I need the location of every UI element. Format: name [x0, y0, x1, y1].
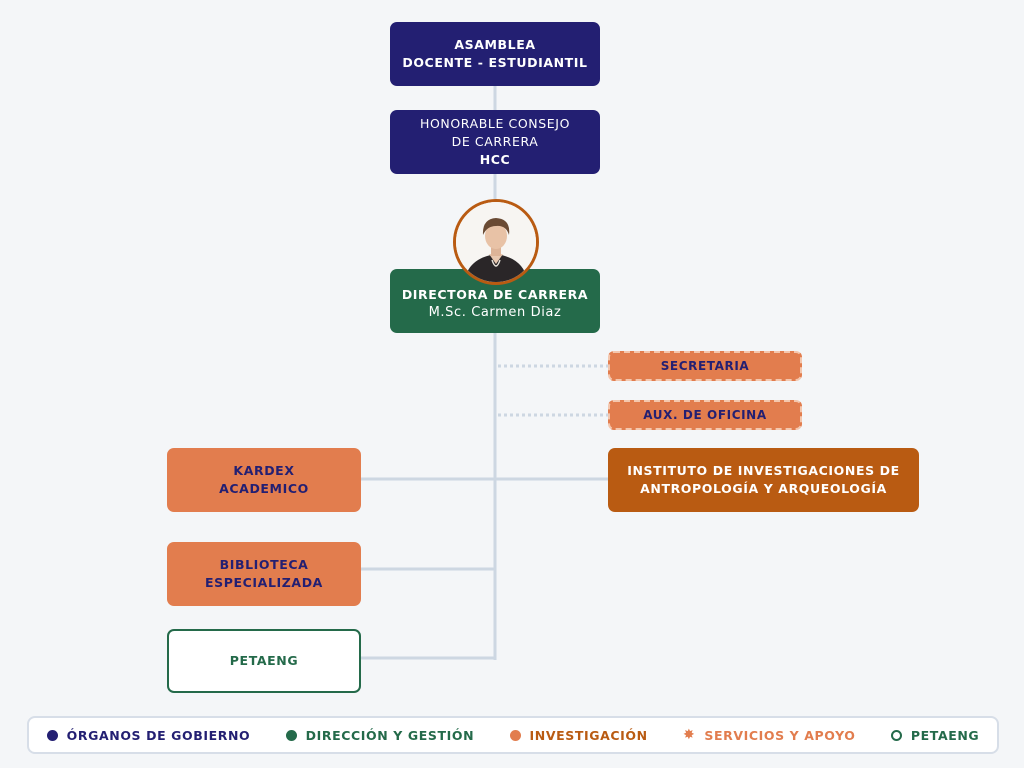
legend-dot-icon — [510, 730, 521, 741]
instituto-node: INSTITUTO DE INVESTIGACIONES DE ANTROPOL… — [608, 448, 919, 512]
legend-label: INVESTIGACIÓN — [530, 728, 648, 743]
legend-dot-icon — [47, 730, 58, 741]
legend-ring-icon — [891, 730, 902, 741]
legend-item-direccion: DIRECCIÓN Y GESTIÓN — [286, 728, 475, 743]
secretaria-label: SECRETARIA — [661, 357, 750, 375]
instituto-line2: ANTROPOLOGÍA Y ARQUEOLOGÍA — [640, 480, 887, 498]
consejo-line3: HCC — [480, 151, 511, 169]
director-photo — [453, 199, 539, 285]
consejo-line2: DE CARRERA — [452, 133, 539, 151]
director-title: DIRECTORA DE CARRERA — [402, 286, 588, 304]
portrait-image — [456, 202, 536, 282]
asamblea-node: ASAMBLEA DOCENTE - ESTUDIANTIL — [390, 22, 600, 86]
asamblea-line2: DOCENTE - ESTUDIANTIL — [402, 54, 587, 72]
legend-label: ÓRGANOS DE GOBIERNO — [67, 728, 251, 743]
director-name: M.Sc. Carmen Diaz — [429, 304, 562, 322]
kardex-line1: KARDEX — [233, 462, 294, 480]
legend-star-icon: ✸ — [683, 730, 695, 741]
legend-item-investigacion: INVESTIGACIÓN — [510, 728, 648, 743]
petaeng-node: PETAENG — [167, 629, 361, 693]
kardex-node: KARDEX ACADEMICO — [167, 448, 361, 512]
legend-item-servicios: ✸ SERVICIOS Y APOYO — [683, 728, 856, 743]
biblioteca-node: BIBLIOTECA ESPECIALIZADA — [167, 542, 361, 606]
biblioteca-line1: BIBLIOTECA — [220, 556, 309, 574]
instituto-line1: INSTITUTO DE INVESTIGACIONES DE — [627, 462, 900, 480]
consejo-line1: HONORABLE CONSEJO — [420, 115, 570, 133]
kardex-line2: ACADEMICO — [219, 480, 309, 498]
legend-item-petaeng: PETAENG — [891, 728, 979, 743]
biblioteca-line2: ESPECIALIZADA — [205, 574, 323, 592]
aux-oficina-label: AUX. DE OFICINA — [643, 406, 766, 424]
petaeng-label: PETAENG — [230, 652, 298, 670]
legend-label: PETAENG — [911, 728, 979, 743]
legend: ÓRGANOS DE GOBIERNO DIRECCIÓN Y GESTIÓN … — [27, 716, 999, 754]
legend-label: SERVICIOS Y APOYO — [704, 728, 855, 743]
legend-item-gobierno: ÓRGANOS DE GOBIERNO — [47, 728, 251, 743]
consejo-node: HONORABLE CONSEJO DE CARRERA HCC — [390, 110, 600, 174]
asamblea-line1: ASAMBLEA — [454, 36, 535, 54]
secretaria-node: SECRETARIA — [608, 351, 802, 381]
aux-oficina-node: AUX. DE OFICINA — [608, 400, 802, 430]
legend-label: DIRECCIÓN Y GESTIÓN — [306, 728, 475, 743]
legend-dot-icon — [286, 730, 297, 741]
